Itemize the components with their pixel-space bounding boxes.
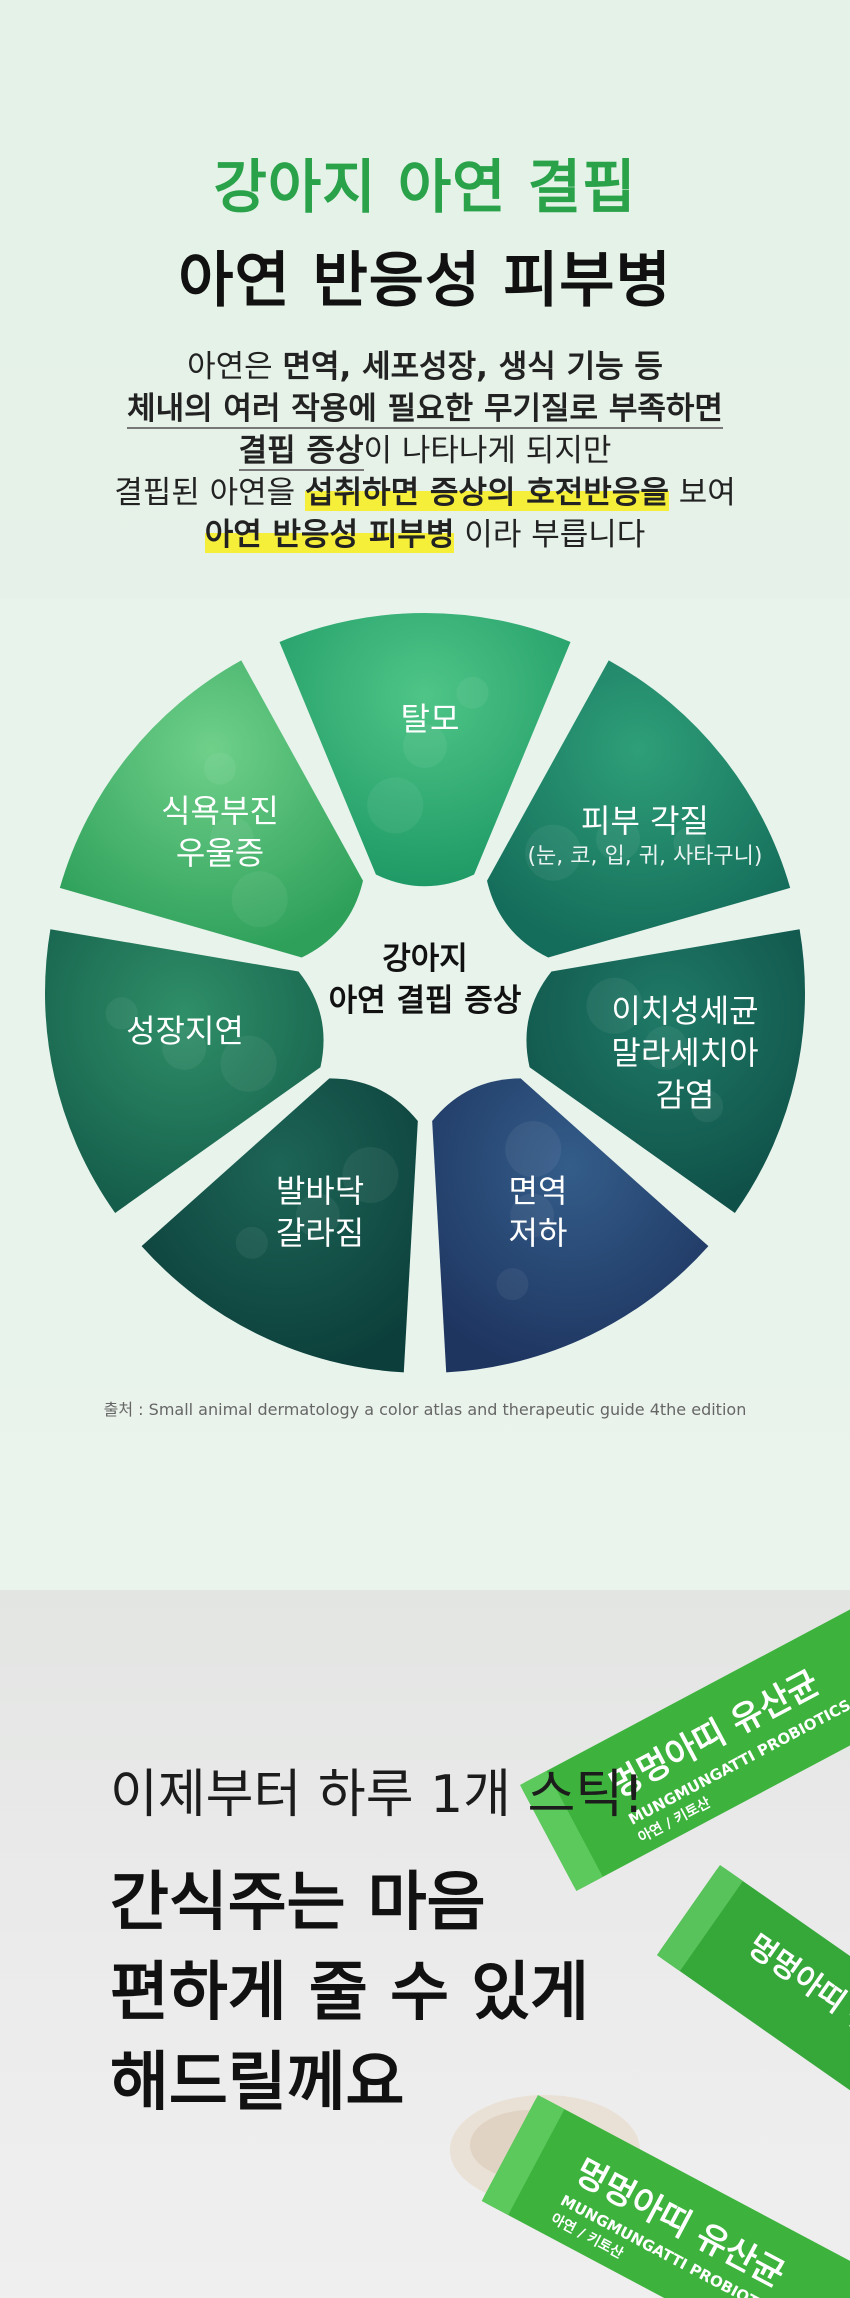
- segment-label: 우울증: [175, 834, 265, 872]
- segment-hairloss: 탈모: [365, 698, 495, 740]
- desc-bold: 면역, 세포성장, 생식 기능 등: [282, 349, 663, 385]
- cell-bubble: [643, 1025, 688, 1070]
- cell-bubble: [510, 1193, 555, 1238]
- desc-line-1: 아연은 면역, 세포성장, 생식 기능 등: [0, 346, 850, 388]
- cell-bubble: [403, 724, 447, 768]
- cell-bubble: [342, 1146, 399, 1203]
- title-green: 강아지 아연 결핍: [213, 153, 637, 221]
- stick-seal: [481, 2095, 565, 2216]
- cell-bubble: [673, 826, 706, 859]
- segment-label: 피부 각질: [581, 802, 709, 840]
- cell-bubble: [295, 1193, 340, 1238]
- segment-label: 말라세치아: [611, 1034, 759, 1072]
- wheel-segments: [45, 613, 805, 1373]
- segment-label: 식욕부진: [161, 792, 279, 830]
- product-sticks: 멍멍아띠 유산균 MUNGMUNGATTI PROBIOTICS 아연 / 키토…: [450, 1608, 850, 2298]
- cell-bubble: [105, 997, 138, 1030]
- cell-bubble: [496, 1268, 529, 1301]
- stick-body: [659, 1867, 850, 2102]
- cell-bubble: [691, 1090, 724, 1123]
- segment-label: 면역: [508, 1172, 568, 1210]
- segment-growth: 성장지연: [100, 1010, 270, 1052]
- center-line-2: 아연 결핍 증상: [328, 983, 522, 1019]
- cell-bubble: [525, 824, 582, 881]
- wheel-segment-immune: [432, 1078, 709, 1373]
- desc-text: 이 나타나게 되지만: [363, 433, 612, 469]
- segment-label: 이치성세균: [611, 992, 759, 1030]
- segment-skin: 피부 각질 (눈, 코, 입, 귀, 사타구니): [505, 800, 785, 872]
- stick-right: 멍멍아띠 유산균: [656, 1865, 850, 2102]
- segment-label: 감염: [655, 1076, 715, 1114]
- product-headline: 간식주는 마음 편하게 줄 수 있게 해드릴께요: [110, 1858, 589, 2128]
- desc-text: 아연은: [187, 349, 283, 385]
- cell-bubble: [235, 1226, 268, 1259]
- desc-text: 결핍된 아연을: [114, 475, 306, 511]
- description: 아연은 면역, 세포성장, 생식 기능 등 체내의 여러 작용에 필요한 무기질…: [0, 346, 850, 556]
- symptom-wheel: [45, 613, 805, 1373]
- product-tagline: 이제부터 하루 1개 스틱!: [110, 1765, 645, 1825]
- stick-seal: [520, 1770, 603, 1891]
- headline-line-1: 간식주는 마음: [110, 1866, 486, 1940]
- wheel-segment-appetite: [59, 660, 363, 958]
- cell-bubble: [456, 676, 489, 709]
- wheel-center-title: 강아지 아연 결핍 증상: [300, 938, 550, 1022]
- segment-label: 발바닥: [275, 1172, 365, 1210]
- stick-seal: [656, 1865, 743, 1972]
- desc-highlight: 아연 반응성 피부병: [204, 517, 455, 553]
- segment-immune: 면역 저하: [478, 1170, 598, 1254]
- cell-bubble: [231, 871, 288, 928]
- source-citation: 출처 : Small animal dermatology a color at…: [103, 1400, 747, 1419]
- wheel-segment-growth: [45, 929, 324, 1213]
- desc-text: 보여: [668, 475, 736, 511]
- wheel-segment-skin: [487, 660, 791, 958]
- desc-line-2: 체내의 여러 작용에 필요한 무기질로 부족하면: [0, 388, 850, 430]
- center-line-1: 강아지: [382, 941, 468, 977]
- stick-body: [522, 1608, 850, 1889]
- cell-bubble: [367, 777, 424, 834]
- desc-text: 이라 부릅니다: [454, 517, 646, 553]
- stick-body: [483, 2097, 850, 2298]
- stick-top: 멍멍아띠 유산균 MUNGMUNGATTI PROBIOTICS 아연 / 키토…: [520, 1608, 850, 1891]
- segment-sublabel: (눈, 코, 입, 귀, 사타구니): [527, 844, 763, 869]
- wheel-segment-bacteria: [526, 929, 805, 1213]
- desc-line-4: 결핍된 아연을 섭취하면 증상의 호전반응을 보여: [0, 472, 850, 514]
- wheel-segment-hairloss: [279, 613, 571, 887]
- wheel-segment-paw: [141, 1078, 418, 1373]
- cell-bubble: [596, 816, 641, 861]
- segment-label: 저하: [508, 1214, 568, 1252]
- title-black: 아연 반응성 피부병: [178, 246, 672, 316]
- desc-line-5: 아연 반응성 피부병 이라 부릅니다: [0, 514, 850, 556]
- segment-label: 갈라짐: [275, 1214, 365, 1252]
- desc-line-3: 결핍 증상이 나타나게 되지만: [0, 430, 850, 472]
- cell-bubble: [505, 1121, 562, 1178]
- cell-bubble: [586, 977, 643, 1034]
- desc-highlight: 섭취하면 증상의 호전반응을: [305, 475, 669, 511]
- segment-bacteria: 이치성세균 말라세치아 감염: [575, 990, 795, 1116]
- segment-paw: 발바닥 갈라짐: [250, 1170, 390, 1254]
- segment-label: 성장지연: [126, 1012, 244, 1050]
- cell-bubble: [220, 1035, 277, 1092]
- cell-bubble: [209, 816, 254, 861]
- desc-underlined: 결핍 증상: [238, 433, 364, 471]
- headline-line-3: 해드릴께요: [110, 2046, 405, 2120]
- desc-underlined: 체내의 여러 작용에 필요한 무기질로 부족하면: [127, 391, 723, 429]
- segment-appetite: 식욕부진 우울증: [135, 790, 305, 874]
- segment-label: 탈모: [400, 700, 460, 738]
- headline-line-2: 편하게 줄 수 있게: [110, 1956, 590, 2030]
- cell-bubble: [203, 752, 236, 785]
- cell-bubble: [162, 1025, 207, 1070]
